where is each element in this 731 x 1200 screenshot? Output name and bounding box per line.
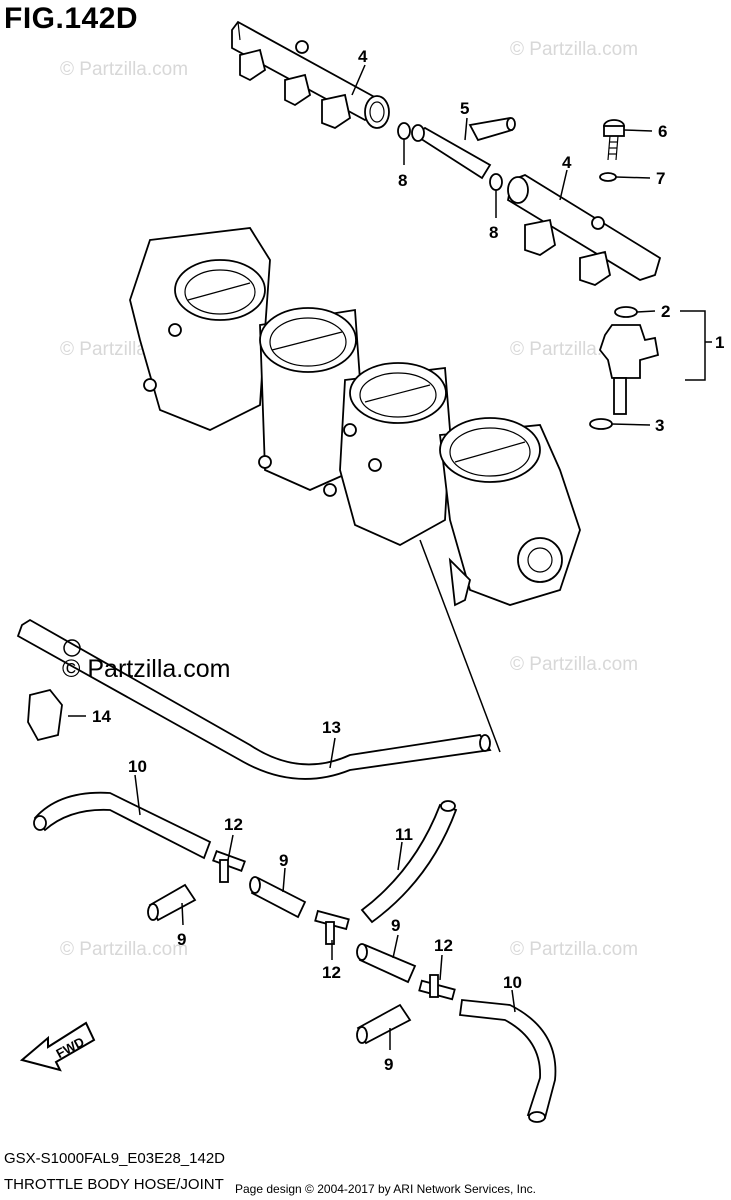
callout-7: 7 (656, 169, 665, 188)
hose-clip (27, 688, 63, 742)
callout-11: 11 (395, 825, 413, 844)
callout-3: 3 (655, 416, 664, 435)
callout-13: 13 (322, 718, 341, 737)
callout-10: 10 (503, 973, 522, 992)
watermark-layer: © Partzilla.com © Partzilla.com © Partzi… (60, 39, 638, 960)
figure-name: THROTTLE BODY HOSE/JOINT (4, 1176, 224, 1193)
t-joint-middle (314, 909, 350, 945)
partzilla-watermark: © Partzilla.com (62, 639, 230, 683)
hose-short-b (249, 876, 307, 919)
callout-5: 5 (460, 99, 469, 118)
injector-seal (589, 418, 613, 430)
callout-12: 12 (434, 936, 453, 955)
fuel-injector (589, 306, 660, 430)
hose-lower-end (528, 1111, 546, 1123)
callout-8: 8 (489, 223, 498, 242)
callout-10: 10 (128, 757, 147, 776)
t-joint-upper (212, 850, 246, 883)
throttle-body-assembly (129, 227, 581, 607)
watermark: © Partzilla.com (60, 59, 188, 80)
callout-6: 6 (658, 122, 667, 141)
callout-4: 4 (358, 47, 368, 66)
callout-labels: 4 5 8 8 4 6 7 2 1 3 14 13 10 12 11 9 9 9… (92, 47, 724, 1074)
watermark: © Partzilla.com (510, 654, 638, 675)
watermark-main: © Partzilla.com (62, 655, 230, 683)
watermark: © Partzilla.com (510, 939, 638, 960)
callout-9: 9 (391, 916, 400, 935)
callout-1: 1 (715, 333, 724, 352)
callout-4: 4 (562, 153, 572, 172)
fuel-delivery-pipe-upper (231, 20, 390, 130)
reference-line (419, 539, 501, 753)
t-joint-lower (418, 974, 456, 1001)
hose-upper (33, 791, 212, 860)
fwd-arrow-icon: FWD (19, 1021, 96, 1072)
page-credit: Page design © 2004-2017 by ARI Network S… (235, 1182, 537, 1196)
o-ring-lower (489, 173, 503, 191)
hose-long-end (479, 734, 491, 752)
hose-short-c (356, 943, 417, 984)
fuel-joint (411, 116, 516, 180)
hose-curved-end (440, 800, 456, 812)
hose-lower (458, 999, 557, 1120)
washer (599, 172, 617, 182)
callout-12: 12 (322, 963, 341, 982)
callout-2: 2 (661, 302, 670, 321)
callout-12: 12 (224, 815, 243, 834)
figure-title: FIG.142D (4, 2, 139, 35)
watermark: © Partzilla.com (60, 939, 188, 960)
watermark: © Partzilla.com (510, 39, 638, 60)
bolt (603, 119, 625, 161)
hose-curved (360, 803, 458, 924)
leader-lines (68, 64, 712, 1050)
o-ring-upper (397, 122, 411, 140)
callout-9: 9 (384, 1055, 393, 1074)
hose-long (16, 618, 492, 780)
fwd-label: FWD (53, 1034, 86, 1061)
hose-short-a (147, 883, 197, 922)
callout-9: 9 (177, 930, 186, 949)
figure-code: GSX-S1000FAL9_E03E28_142D (4, 1150, 225, 1167)
callout-9: 9 (279, 851, 288, 870)
injector-o-ring (614, 306, 638, 318)
callout-8: 8 (398, 171, 407, 190)
hose-short-d (356, 1003, 412, 1045)
callout-14: 14 (92, 707, 111, 726)
hose-upper-end (33, 815, 47, 831)
fuel-delivery-pipe-right (506, 174, 662, 286)
